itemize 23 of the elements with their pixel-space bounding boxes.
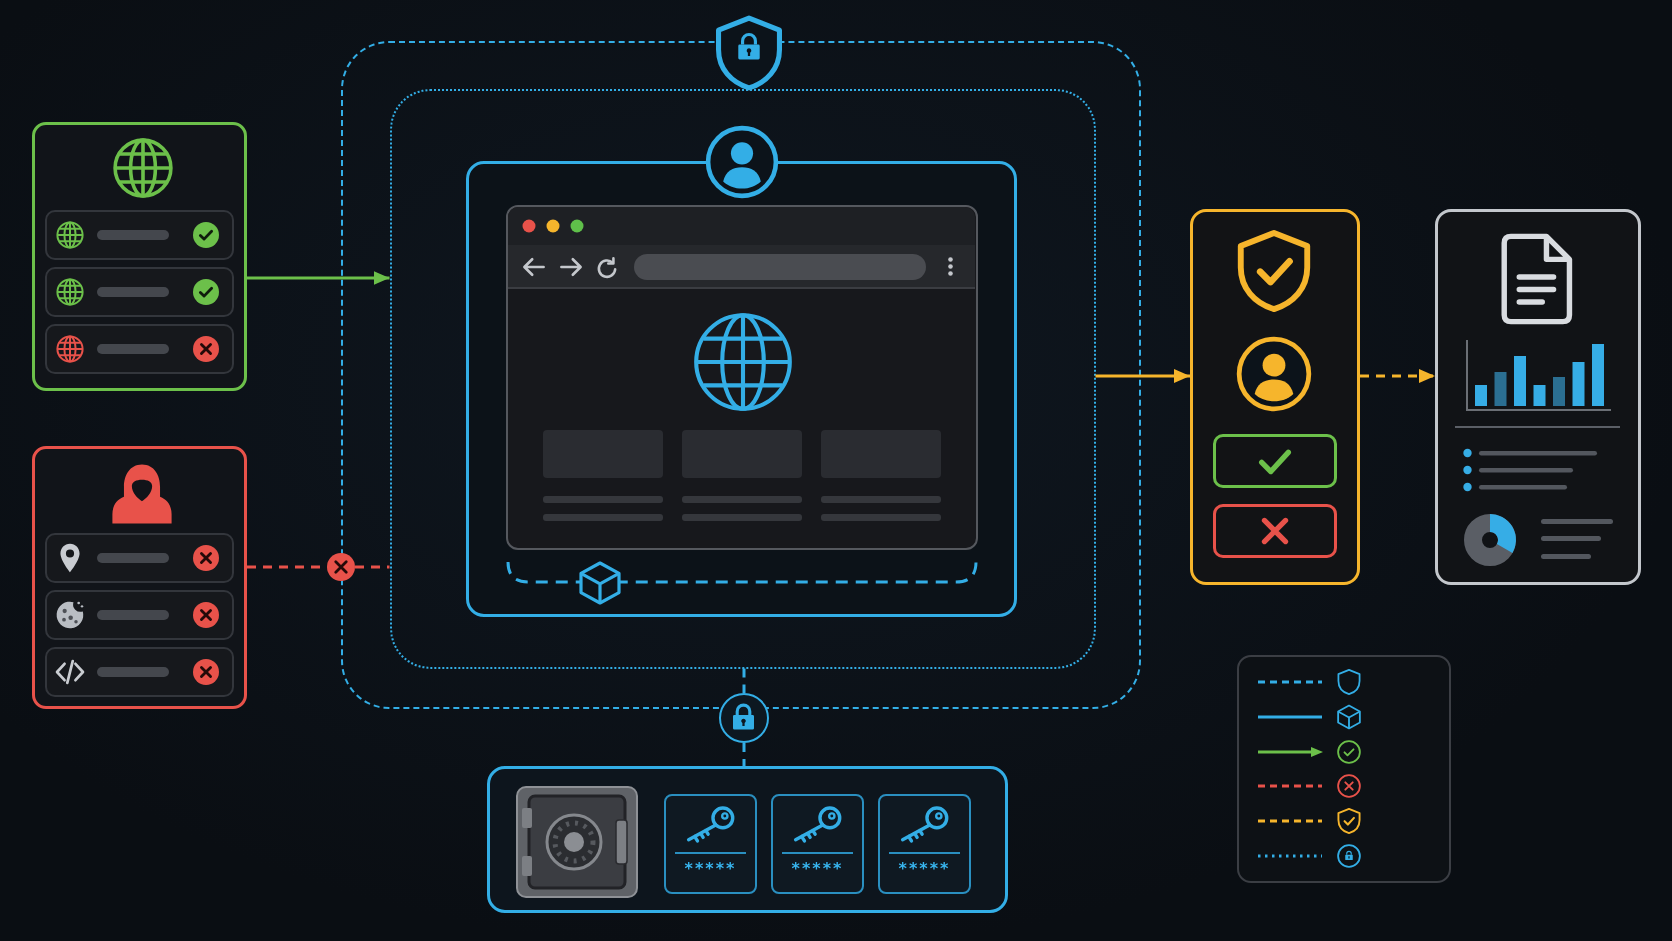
safe-illustration: [516, 786, 638, 898]
arrow: [1095, 369, 1190, 383]
x-mark-icon: [327, 553, 355, 581]
vault-panel: [487, 766, 1008, 913]
browser-window: [506, 205, 978, 550]
key-card: [771, 794, 864, 894]
verification-panel: [1190, 209, 1360, 585]
legend-panel: [1237, 655, 1451, 883]
threats-panel: [32, 446, 247, 709]
connector-line: [355, 565, 390, 569]
masked-password: *****: [898, 859, 951, 879]
masked-password: *****: [791, 859, 844, 879]
connector-line: [742, 743, 746, 766]
key-card: [664, 794, 757, 894]
arrow: [247, 271, 390, 285]
padlock-icon: [719, 693, 769, 743]
masked-password: *****: [684, 859, 737, 879]
report-panel: [1435, 209, 1641, 585]
arrow: [1360, 369, 1435, 383]
key-card: [878, 794, 971, 894]
allowed-sites-panel: [32, 122, 247, 391]
isolation-boundary: [389, 88, 1096, 669]
connector-line: [742, 668, 746, 693]
